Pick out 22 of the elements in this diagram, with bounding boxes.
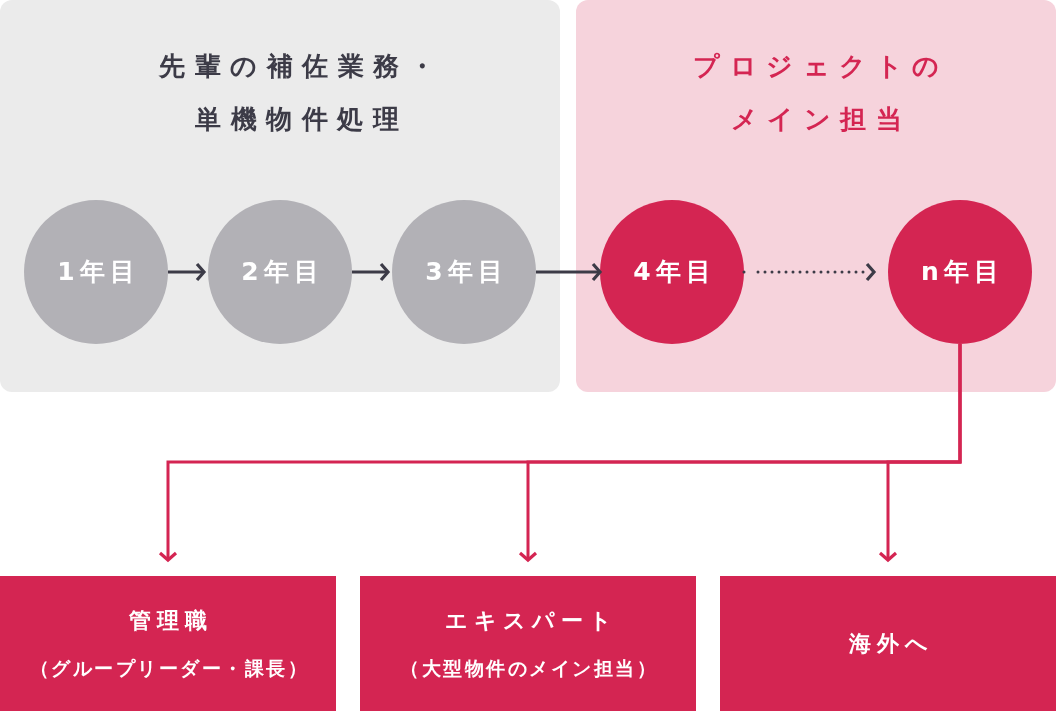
arrow	[352, 262, 390, 282]
arrow	[168, 262, 206, 282]
dotted-arrow	[742, 262, 876, 282]
year-label: 2年目	[240, 257, 324, 287]
year-label: 3年目	[424, 257, 508, 287]
arrow	[536, 262, 602, 282]
year-label: n年目	[920, 257, 1004, 287]
year-label: 4年目	[632, 257, 716, 287]
phase-panel	[576, 0, 1056, 392]
branch-arrow	[878, 344, 962, 562]
career-title: 海外へ	[847, 630, 934, 657]
phase-title: 先輩の補佐業務・単機物件処理	[158, 50, 446, 136]
phase-title: プロジェクトのメイン担当	[692, 50, 950, 136]
phase-panel	[0, 0, 560, 392]
career-note: （グループリーダー・課長）	[28, 655, 309, 680]
career-box	[360, 576, 696, 711]
career-title: エキスパート	[443, 607, 618, 634]
career-box	[720, 576, 1056, 711]
career-box	[0, 576, 336, 711]
year-label: 1年目	[56, 257, 140, 287]
career-title: 管理職	[128, 607, 213, 634]
career-note: （大型物件のメイン担当）	[399, 655, 659, 680]
